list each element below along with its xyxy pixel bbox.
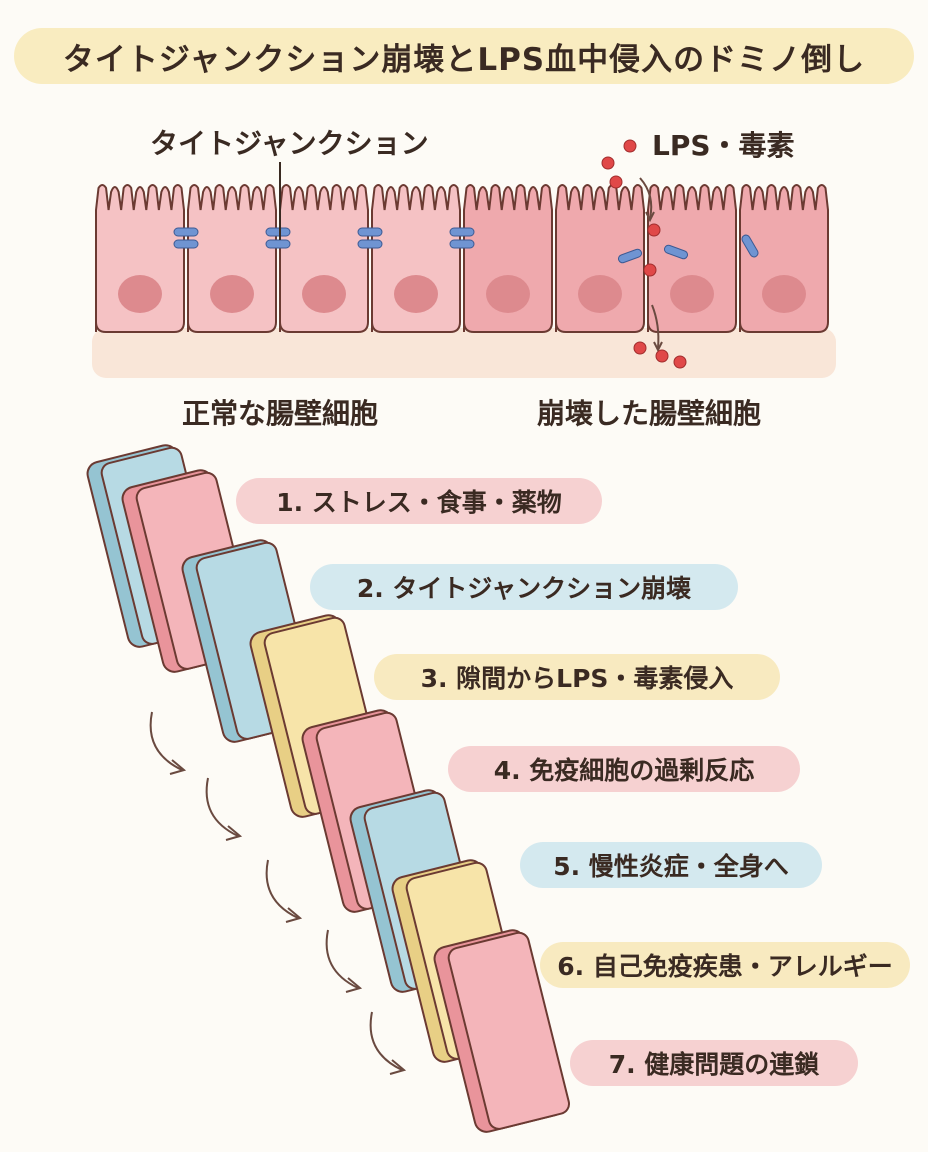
tight-junction (173, 227, 199, 249)
toxin-arrow-lower (651, 304, 660, 349)
intestinal-wall-diagram (92, 139, 836, 378)
fall-arrow (369, 1011, 403, 1071)
cell-body (279, 184, 369, 333)
broken-junction (663, 244, 689, 260)
cell-nucleus (210, 275, 254, 313)
damaged-cell (463, 184, 553, 333)
cell-nucleus (118, 275, 162, 313)
toxin-particle (673, 355, 687, 369)
fall-arrow (265, 859, 299, 919)
toxin-arrow-lower-head (653, 341, 663, 353)
fall-arrow-head (285, 907, 303, 923)
domino-pink (433, 929, 570, 1133)
step-2-tight-junction-collapse: 2. タイトジャンクション崩壊 (310, 564, 738, 610)
cell-body (371, 184, 461, 333)
normal-cell (95, 184, 185, 333)
fall-arrow-head (345, 977, 363, 993)
cell-body (739, 184, 829, 333)
normal-cell (371, 184, 461, 333)
domino-arrows (149, 711, 407, 1075)
toxin-particle (655, 349, 669, 363)
toxin-particle (633, 341, 647, 355)
fall-arrow-head (389, 1059, 407, 1075)
tight-junction (265, 227, 291, 249)
tight-junction (449, 227, 475, 249)
dominoes (86, 444, 570, 1133)
damaged-cell (555, 184, 645, 333)
normal-cell (187, 184, 277, 333)
tight-junction-label: タイトジャンクション (150, 127, 429, 160)
step-4-immune-overreaction: 4. 免疫細胞の過剰反応 (448, 746, 800, 792)
cell-nucleus (578, 275, 622, 313)
toxin-particle (609, 175, 623, 189)
fall-arrow (149, 711, 183, 771)
tight-junction (357, 227, 383, 249)
step-7-health-chain: 7. 健康問題の連鎖 (570, 1040, 858, 1086)
cell-nucleus (302, 275, 346, 313)
cell-body (187, 184, 277, 333)
page-title: タイトジャンクション崩壊とLPS血中侵入のドミノ倒し (14, 28, 914, 84)
fall-arrow (325, 929, 359, 989)
domino-illustration (86, 444, 570, 1133)
cell-nucleus (486, 275, 530, 313)
cell-nucleus (670, 275, 714, 313)
normal-cell (279, 184, 369, 333)
toxin-particles (601, 139, 687, 369)
toxin-particle (623, 139, 637, 153)
cell-body (463, 184, 553, 333)
fall-arrow-head (225, 825, 243, 841)
cell-nucleus (762, 275, 806, 313)
cells-group (95, 184, 829, 333)
toxin-particle (643, 263, 657, 277)
toxin-particle (647, 223, 661, 237)
toxin-arrow-upper (639, 177, 653, 219)
normal-cells-label: 正常な腸壁細胞 (182, 397, 379, 430)
damaged-cells-label: 崩壊した腸壁細胞 (537, 397, 762, 430)
broken-junction (741, 234, 759, 258)
step-6-autoimmune-allergy: 6. 自己免疫疾患・アレルギー (540, 942, 910, 988)
fall-arrow-head (169, 759, 187, 775)
step-1-stress-diet-drugs: 1. ストレス・食事・薬物 (236, 478, 602, 524)
damaged-cell (647, 184, 737, 333)
step-3-lps-invasion: 3. 隙間からLPS・毒素侵入 (374, 654, 780, 700)
cell-nucleus (394, 275, 438, 313)
damaged-cell (739, 184, 829, 333)
step-5-chronic-inflammation: 5. 慢性炎症・全身へ (520, 842, 822, 888)
fall-arrow (205, 777, 239, 837)
basement-membrane (92, 328, 836, 378)
toxin-particle (601, 156, 615, 170)
broken-junction (617, 248, 643, 264)
toxin-arrow-upper-head (645, 211, 655, 223)
cell-body (647, 184, 737, 333)
lps-toxin-label: LPS・毒素 (652, 129, 795, 162)
cell-body (95, 184, 185, 333)
